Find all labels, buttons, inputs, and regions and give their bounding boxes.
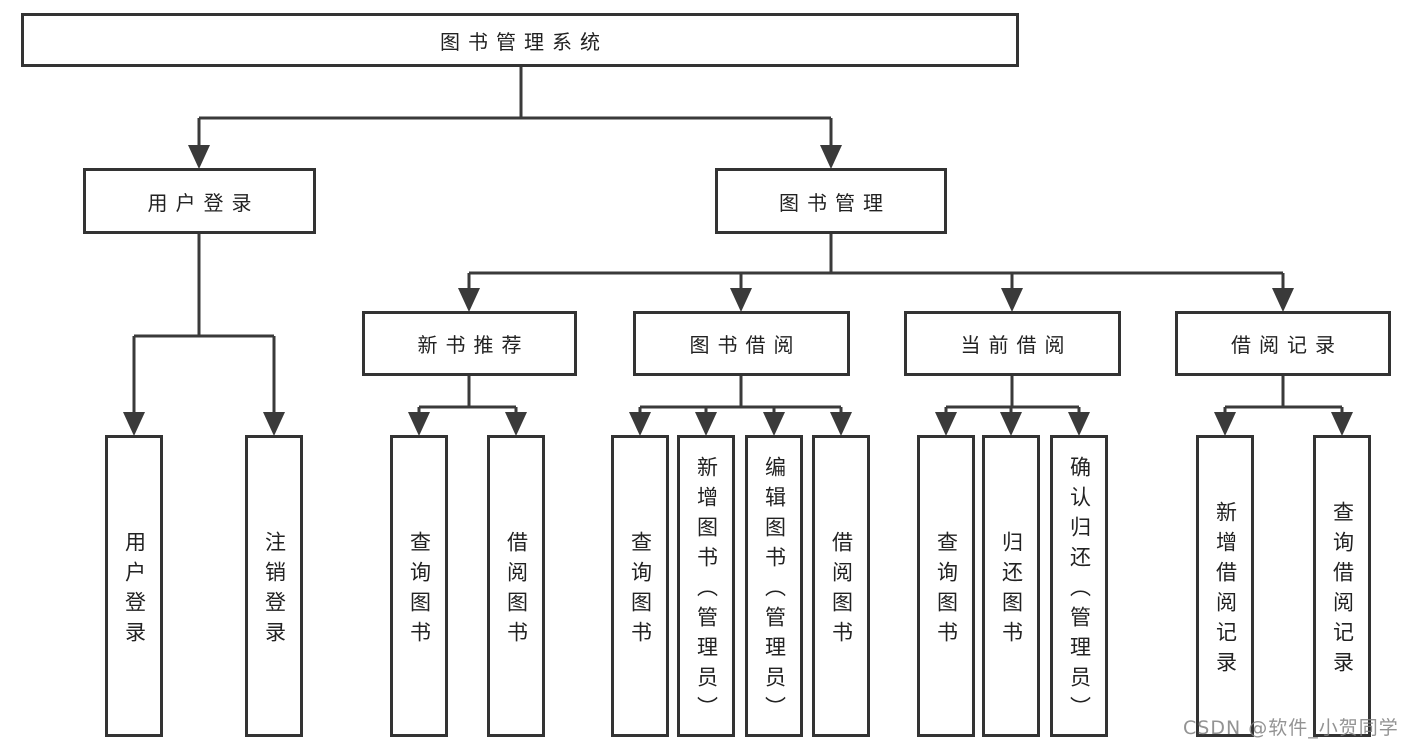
node-label: 归还图书	[999, 530, 1024, 651]
edges-new-book-recommend	[408, 376, 527, 436]
node-label: 借阅图书	[504, 530, 529, 651]
node-label: 确认归还（管理员）	[1067, 455, 1092, 726]
leaf-node-add-borrow-record: 新增借阅记录	[1196, 435, 1254, 737]
node-label: 注销登录	[262, 530, 287, 651]
node-user-login: 用户登录	[83, 168, 316, 234]
node-library-management-system: 图书管理系统	[21, 13, 1019, 67]
leaf-node-confirm-return-admin: 确认归还（管理员）	[1050, 435, 1108, 737]
node-borrow-records: 借阅记录	[1175, 311, 1391, 376]
edges-current-borrow	[935, 376, 1090, 436]
node-label: 借阅图书	[829, 530, 854, 651]
leaf-node-borrow-books: 借阅图书	[487, 435, 545, 737]
edges-book-borrow	[629, 376, 852, 436]
edges-root	[188, 66, 842, 169]
node-label: 用户登录	[122, 530, 147, 651]
leaf-node-borrow-books: 借阅图书	[812, 435, 870, 737]
node-current-borrow: 当前借阅	[904, 311, 1121, 376]
node-label: 图书借阅	[689, 333, 802, 357]
watermark: CSDN @软件_小贺同学	[1183, 717, 1399, 739]
leaf-node-query-books: 查询图书	[917, 435, 975, 737]
leaf-node-query-books: 查询图书	[390, 435, 448, 737]
leaf-node-return-books: 归还图书	[982, 435, 1040, 737]
node-label: 查询借阅记录	[1330, 500, 1355, 681]
edges-book-management	[458, 234, 1294, 312]
leaf-node-user-login: 用户登录	[105, 435, 163, 737]
node-label: 用户登录	[147, 190, 260, 215]
node-label: 图书管理	[779, 190, 891, 215]
node-book-management: 图书管理	[715, 168, 947, 234]
node-book-borrow: 图书借阅	[633, 311, 850, 376]
node-label: 查询图书	[407, 530, 432, 651]
node-label: 新增借阅记录	[1213, 500, 1238, 681]
leaf-node-logout: 注销登录	[245, 435, 303, 737]
node-label: 借阅记录	[1231, 333, 1343, 357]
node-label: 当前借阅	[960, 333, 1073, 357]
node-label: 查询图书	[934, 530, 959, 651]
node-label: 新增图书（管理员）	[694, 455, 719, 726]
node-new-book-recommend: 新书推荐	[362, 311, 577, 376]
node-label: 查询图书	[628, 530, 653, 651]
leaf-node-query-borrow-record: 查询借阅记录	[1313, 435, 1371, 737]
edges-user-login	[123, 234, 285, 436]
leaf-node-edit-books-admin: 编辑图书（管理员）	[745, 435, 803, 737]
node-label: 图书管理系统	[440, 29, 608, 54]
edges-borrow-records	[1214, 376, 1353, 436]
node-label: 新书推荐	[417, 333, 530, 357]
node-label: 编辑图书（管理员）	[762, 455, 787, 726]
leaf-node-query-books: 查询图书	[611, 435, 669, 737]
leaf-node-add-books-admin: 新增图书（管理员）	[677, 435, 735, 737]
